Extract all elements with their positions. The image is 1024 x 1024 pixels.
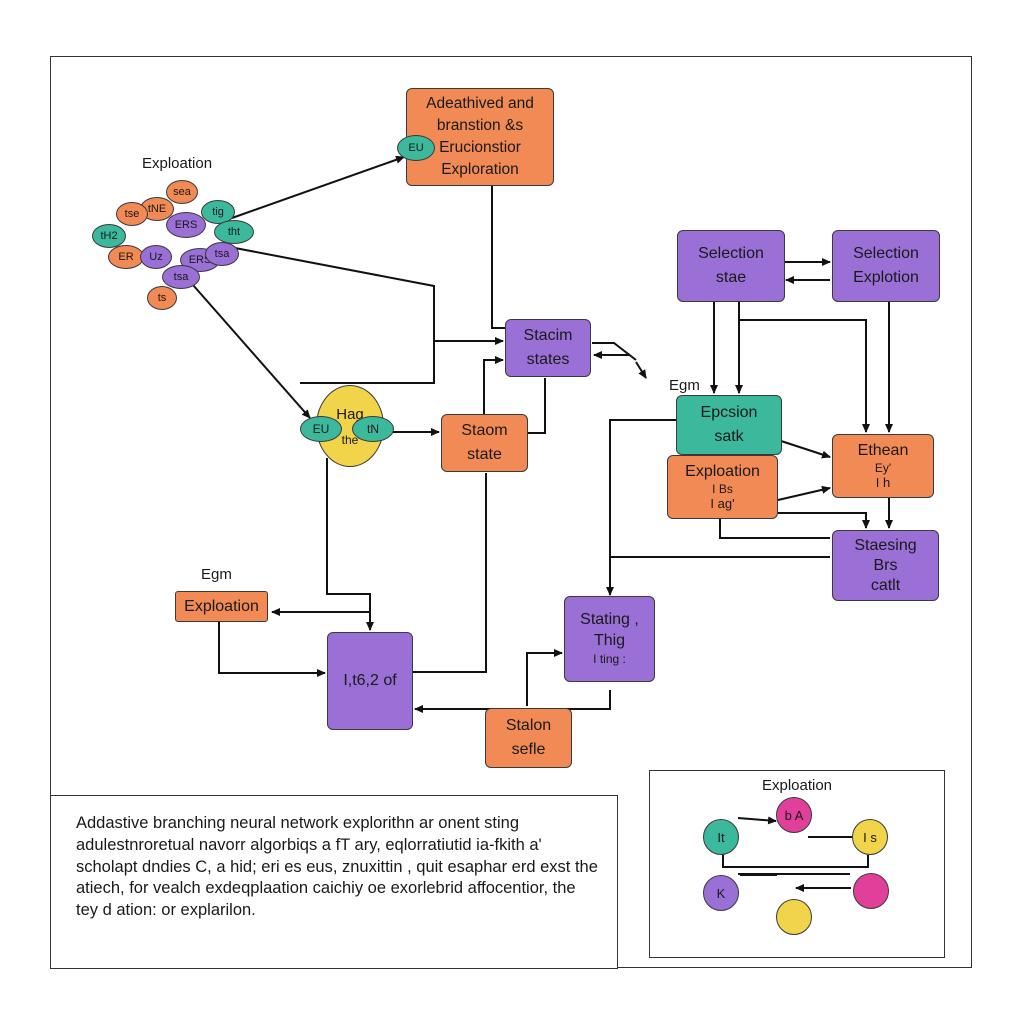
edge-cluster-hub bbox=[192, 284, 311, 419]
box-line: catlt bbox=[870, 576, 901, 594]
edge-explo-ethean bbox=[769, 485, 831, 506]
description-line: adulestnroretual navorr algorbiqs a fT a… bbox=[76, 835, 542, 854]
main-box-tag-node: EU bbox=[397, 135, 435, 161]
edge-hub-purple bbox=[326, 458, 374, 631]
edge-stacim-out bbox=[635, 361, 647, 379]
edge-explo-staesing2 bbox=[719, 519, 830, 539]
box-line: Stalon bbox=[505, 717, 552, 734]
box-line: Selection bbox=[853, 245, 919, 262]
egm-right-label: Egm bbox=[669, 377, 700, 394]
inset-panel: Exploation It b A I s K bbox=[649, 770, 945, 958]
selection-state-box: Selection stae bbox=[677, 230, 785, 302]
description-line: Addastive branching neural network explo… bbox=[76, 814, 520, 832]
main-box-line: branstion &s bbox=[436, 117, 524, 134]
inset-node bbox=[776, 899, 812, 935]
stating-box: Stating , Thig I ting : bbox=[564, 596, 655, 682]
inset-node: I s bbox=[852, 819, 888, 855]
egm-left-label: Egm bbox=[201, 566, 232, 583]
inset-edges bbox=[722, 816, 869, 892]
stacim-states-box: Stacim states bbox=[505, 319, 591, 377]
inset-node: b A bbox=[776, 797, 812, 833]
staom-state-box: Staom state bbox=[441, 414, 528, 472]
inset-title: Exploation bbox=[761, 777, 833, 794]
edge-stalon-stating bbox=[526, 649, 563, 706]
box-line: Epcsion bbox=[700, 404, 758, 421]
description-panel: Addastive branching neural network explo… bbox=[50, 795, 618, 969]
main-box-line: Exploration bbox=[441, 161, 519, 178]
box-line: Staom bbox=[461, 422, 508, 439]
edge-staom-stacim bbox=[483, 356, 504, 414]
box-line: Selection bbox=[698, 245, 764, 262]
edge-explo-purple bbox=[218, 622, 326, 677]
ethean-box: Ethean Ey' I h bbox=[832, 434, 934, 498]
box-line: I Bs bbox=[712, 481, 733, 496]
box-line: Ethean bbox=[857, 442, 909, 460]
hub-mid-label: the bbox=[341, 432, 359, 447]
cluster-node: tH2 bbox=[92, 224, 126, 248]
edge-cluster-main bbox=[223, 155, 405, 225]
box-line: I,t6,2 of bbox=[343, 672, 397, 689]
epcsion-box: Epcsion satk bbox=[676, 395, 782, 455]
edge-staom-purple bbox=[413, 473, 487, 673]
box-line: satk bbox=[714, 428, 744, 445]
box-line: Stacim bbox=[523, 327, 573, 344]
cluster-node: tse bbox=[116, 202, 148, 226]
box-line: state bbox=[467, 446, 502, 463]
cluster-node: ER bbox=[108, 245, 144, 269]
stalon-box: Stalon sefle bbox=[485, 708, 572, 768]
edge-staom-stacim2 bbox=[528, 378, 546, 434]
main-exploration-box: Adeathived and branstion &s Erucionstior… bbox=[406, 88, 554, 186]
box-line: stae bbox=[715, 269, 747, 286]
box-line: I ting : bbox=[593, 652, 626, 666]
main-box-line: Adeathived and bbox=[426, 95, 534, 112]
box-line: Stating , bbox=[580, 611, 639, 629]
cluster-title: Exploation bbox=[142, 155, 213, 172]
box-line: I h bbox=[875, 474, 891, 490]
description-line: atiech, for vealch exdeqplaation caichiy… bbox=[76, 879, 576, 898]
cluster-node: ERS bbox=[166, 212, 206, 238]
bottom-purple-box: I,t6,2 of bbox=[327, 632, 413, 730]
box-line: Staesing bbox=[854, 536, 917, 554]
box-line: sefle bbox=[511, 741, 546, 758]
box-line: Exploation bbox=[685, 463, 760, 481]
selection-exploration-box: Selection Explotion bbox=[832, 230, 940, 302]
edge-sel1-ethean bbox=[739, 319, 870, 433]
hub-left-node: EU bbox=[300, 416, 342, 442]
main-box-line: Erucionstior bbox=[439, 139, 521, 156]
description-line: scholapt dndies C, a hid; eri es eus, zn… bbox=[76, 857, 598, 876]
exploation-mid-box: Exploation I Bs I ag' bbox=[667, 455, 778, 519]
cluster-node: Uz bbox=[140, 245, 172, 269]
cluster-node: ts bbox=[147, 286, 177, 310]
inset-node: K bbox=[703, 875, 739, 911]
cluster-node: tsa bbox=[205, 242, 239, 266]
description-text: Addastive branching neural network explo… bbox=[76, 813, 606, 922]
exploation-left-box: Exploation bbox=[175, 591, 268, 622]
box-line: Thig bbox=[593, 632, 626, 650]
staesing-box: Staesing Brs catlt bbox=[832, 530, 939, 601]
edge-stalon-purple bbox=[414, 690, 611, 713]
cluster-node: tsa bbox=[162, 265, 200, 289]
description-line: tey d ation: or explarilon. bbox=[76, 901, 256, 920]
hub-right-node: tN bbox=[352, 416, 394, 442]
edge-epc-ethean bbox=[769, 433, 831, 459]
edge-cluster-stacim bbox=[234, 247, 435, 384]
box-line: states bbox=[526, 351, 570, 368]
edge-explo-staesing bbox=[778, 512, 870, 529]
edge-main-stacim bbox=[491, 186, 505, 329]
box-line: Ey' bbox=[874, 460, 892, 475]
edge-epc-stating bbox=[606, 419, 676, 596]
hub-top-label: Hag bbox=[336, 405, 364, 423]
inset-node bbox=[853, 873, 889, 909]
cluster-node: sea bbox=[166, 180, 198, 204]
box-line: I ag' bbox=[710, 495, 735, 511]
box-line: Exploation bbox=[184, 597, 259, 615]
box-line: Brs bbox=[873, 556, 898, 574]
box-line: Explotion bbox=[853, 269, 919, 286]
cluster-node: tht bbox=[214, 220, 254, 244]
inset-node: It bbox=[703, 819, 739, 855]
edge-stacim-right bbox=[592, 342, 637, 361]
